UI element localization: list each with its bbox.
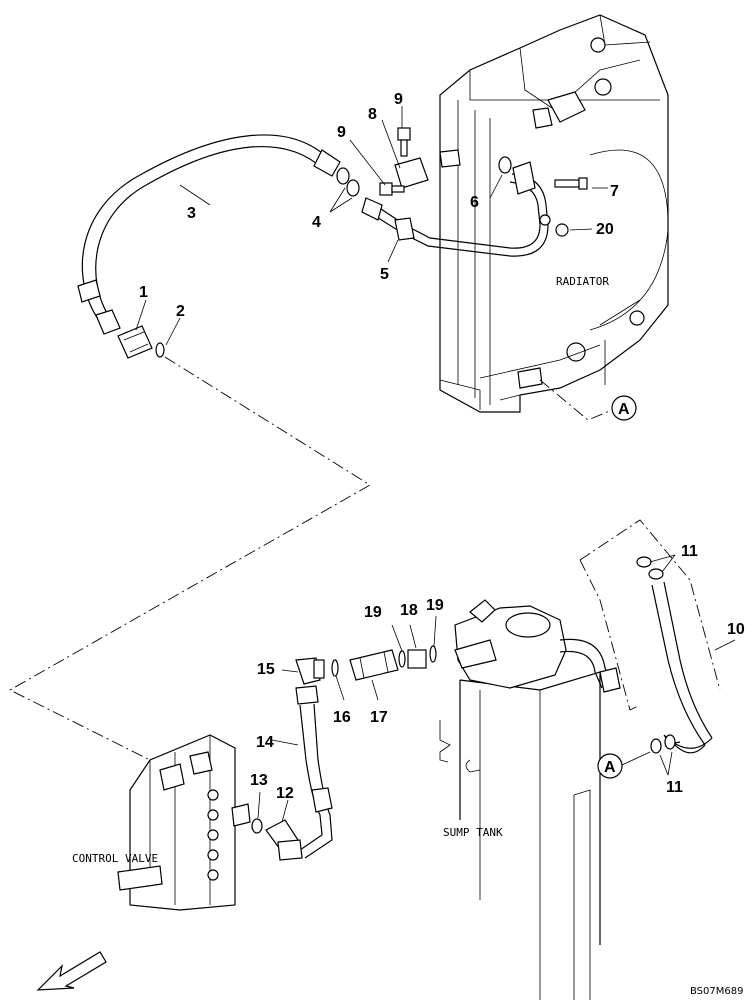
callout-19-right: 19 (426, 597, 444, 614)
svg-text:A: A (604, 759, 616, 776)
detail-ref-a-bottom: A (597, 751, 651, 779)
svg-text:A: A (618, 401, 630, 418)
callout-19-left: 19 (364, 604, 382, 621)
callout-17: 17 (370, 709, 388, 726)
callout-5: 5 (380, 266, 389, 283)
o-ring-16 (331, 659, 339, 677)
callout-9-top: 9 (394, 91, 403, 108)
callout-14: 14 (256, 734, 274, 751)
callout-numbers: 1 2 3 4 5 6 7 8 9 9 20 10 11 11 12 13 14… (139, 91, 745, 802)
flange (512, 161, 536, 195)
control-valve-label: CONTROL VALVE (72, 852, 158, 865)
arrow-down-left-icon (36, 951, 107, 991)
bolt-9-top (397, 127, 411, 157)
route-line-hose-10 (579, 519, 721, 711)
callout-20: 20 (596, 221, 614, 238)
detail-ref-a-top: A (539, 379, 637, 421)
filter-17 (349, 649, 399, 681)
callout-8: 8 (368, 106, 377, 123)
hose-14 (295, 685, 333, 859)
nut-20 (539, 214, 569, 237)
callout-10: 10 (727, 621, 745, 638)
clamps-11-bottom (650, 734, 676, 754)
o-ring-19-right (429, 645, 437, 663)
callout-18: 18 (400, 602, 418, 619)
bracket-8 (394, 149, 461, 189)
hose-10 (651, 581, 713, 754)
hose-3 (77, 134, 341, 335)
drawing-code: BS07M689 (690, 986, 743, 997)
o-ring-2 (155, 342, 165, 358)
leader-lines-upper (135, 106, 608, 346)
elbow-15 (295, 657, 325, 685)
callout-11-top: 11 (681, 543, 698, 560)
adapter-18 (407, 649, 427, 669)
callout-11-bottom: 11 (666, 779, 683, 796)
sump-tank-label: SUMP TANK (443, 826, 503, 839)
o-ring-13 (251, 818, 263, 834)
bolt-7 (554, 177, 588, 190)
callout-3: 3 (187, 205, 196, 222)
clamps-4 (336, 167, 360, 197)
radiator-assembly (439, 14, 669, 413)
pipe-5 (361, 173, 549, 257)
callout-9-side: 9 (337, 124, 346, 141)
control-valve (117, 734, 251, 911)
elbow-12 (265, 819, 303, 861)
bolt-9-side (379, 182, 405, 196)
radiator-label: RADIATOR (556, 275, 609, 288)
clamps-11-top (636, 556, 664, 580)
route-line-2-to-valve (9, 356, 371, 761)
callout-6: 6 (470, 194, 479, 211)
o-ring-6 (498, 156, 512, 174)
callout-12: 12 (276, 785, 294, 802)
callout-4: 4 (312, 214, 321, 231)
o-ring-19-left (398, 650, 406, 668)
callout-2: 2 (176, 303, 185, 320)
callout-16: 16 (333, 709, 351, 726)
callout-1: 1 (139, 284, 148, 301)
adapter-1 (117, 325, 153, 359)
sump-tank (439, 599, 621, 1000)
callout-13: 13 (250, 772, 268, 789)
callout-15: 15 (257, 661, 275, 678)
callout-7: 7 (610, 183, 619, 200)
leader-lines-lower (257, 554, 736, 823)
